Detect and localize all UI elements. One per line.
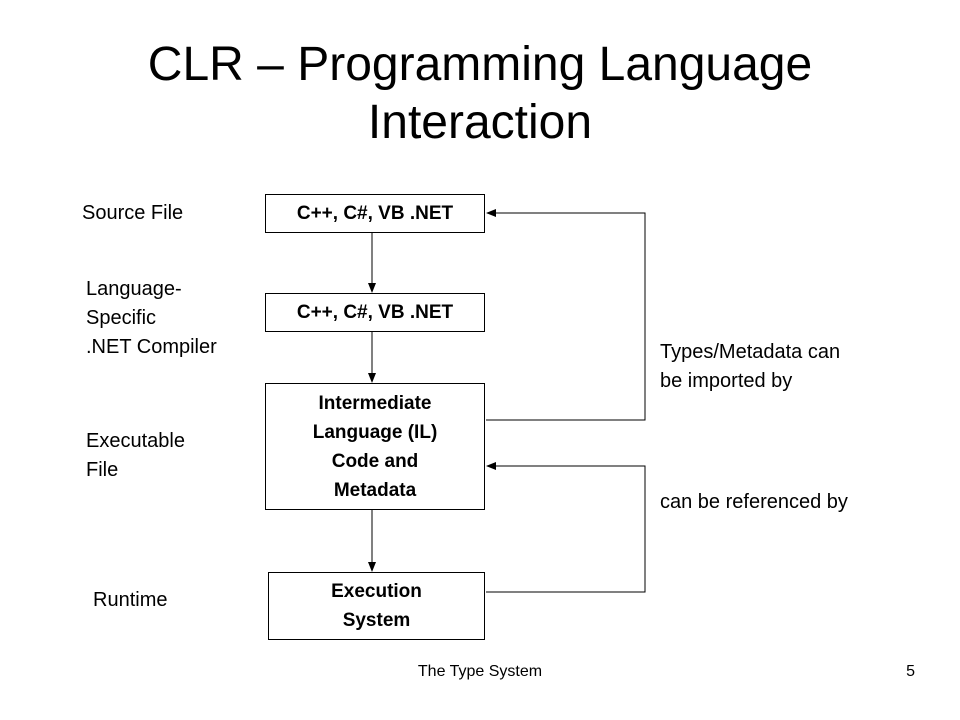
annotation-referenced: can be referenced by bbox=[660, 491, 848, 513]
box-il-line-3: Code and bbox=[331, 450, 419, 472]
annotation-imported-line-1: Types/Metadata can bbox=[660, 341, 841, 363]
box-intermediate-language: Intermediate Language (IL) Code and Meta… bbox=[265, 383, 485, 510]
box-il-line-4: Metadata bbox=[333, 479, 417, 501]
box-compiler-languages-text: C++, C#, VB .NET bbox=[296, 302, 454, 323]
box-il-line-2: Language (IL) bbox=[312, 421, 438, 443]
slide-number: 5 bbox=[906, 663, 915, 680]
label-runtime: Runtime bbox=[93, 589, 168, 611]
label-executable-line-1: Executable bbox=[86, 430, 185, 452]
feedback-import-line bbox=[486, 209, 646, 421]
box-source-languages: C++, C#, VB .NET bbox=[265, 194, 485, 233]
box-compiler-languages: C++, C#, VB .NET bbox=[265, 293, 485, 332]
label-compiler: Language- Specific .NET Compiler bbox=[86, 275, 217, 362]
box-il-line-1: Intermediate bbox=[318, 392, 432, 414]
annotation-imported-line-2: be imported by bbox=[660, 370, 793, 392]
box-source-languages-text: C++, C#, VB .NET bbox=[296, 203, 454, 224]
box-exec-line-1: Execution bbox=[331, 581, 422, 602]
slide-title-line-1: CLR – Programming Language bbox=[147, 38, 813, 91]
feedback-reference-line bbox=[486, 462, 646, 593]
box-execution-system: Execution System bbox=[268, 572, 485, 640]
label-source-file: Source File bbox=[82, 202, 184, 224]
label-compiler-line-3: .NET Compiler bbox=[86, 336, 217, 358]
slide-title: CLR – Programming Language Interaction bbox=[0, 36, 960, 152]
box-exec-line-2: System bbox=[342, 610, 411, 631]
annotation-imported: Types/Metadata can be imported by bbox=[660, 338, 840, 396]
label-executable-line-2: File bbox=[86, 459, 119, 481]
slide-title-line-2: Interaction bbox=[367, 96, 593, 149]
footer-text: The Type System bbox=[417, 663, 543, 680]
label-executable-file: Executable File bbox=[86, 427, 185, 485]
label-compiler-line-1: Language- bbox=[86, 278, 182, 300]
label-compiler-line-2: Specific bbox=[86, 307, 157, 329]
